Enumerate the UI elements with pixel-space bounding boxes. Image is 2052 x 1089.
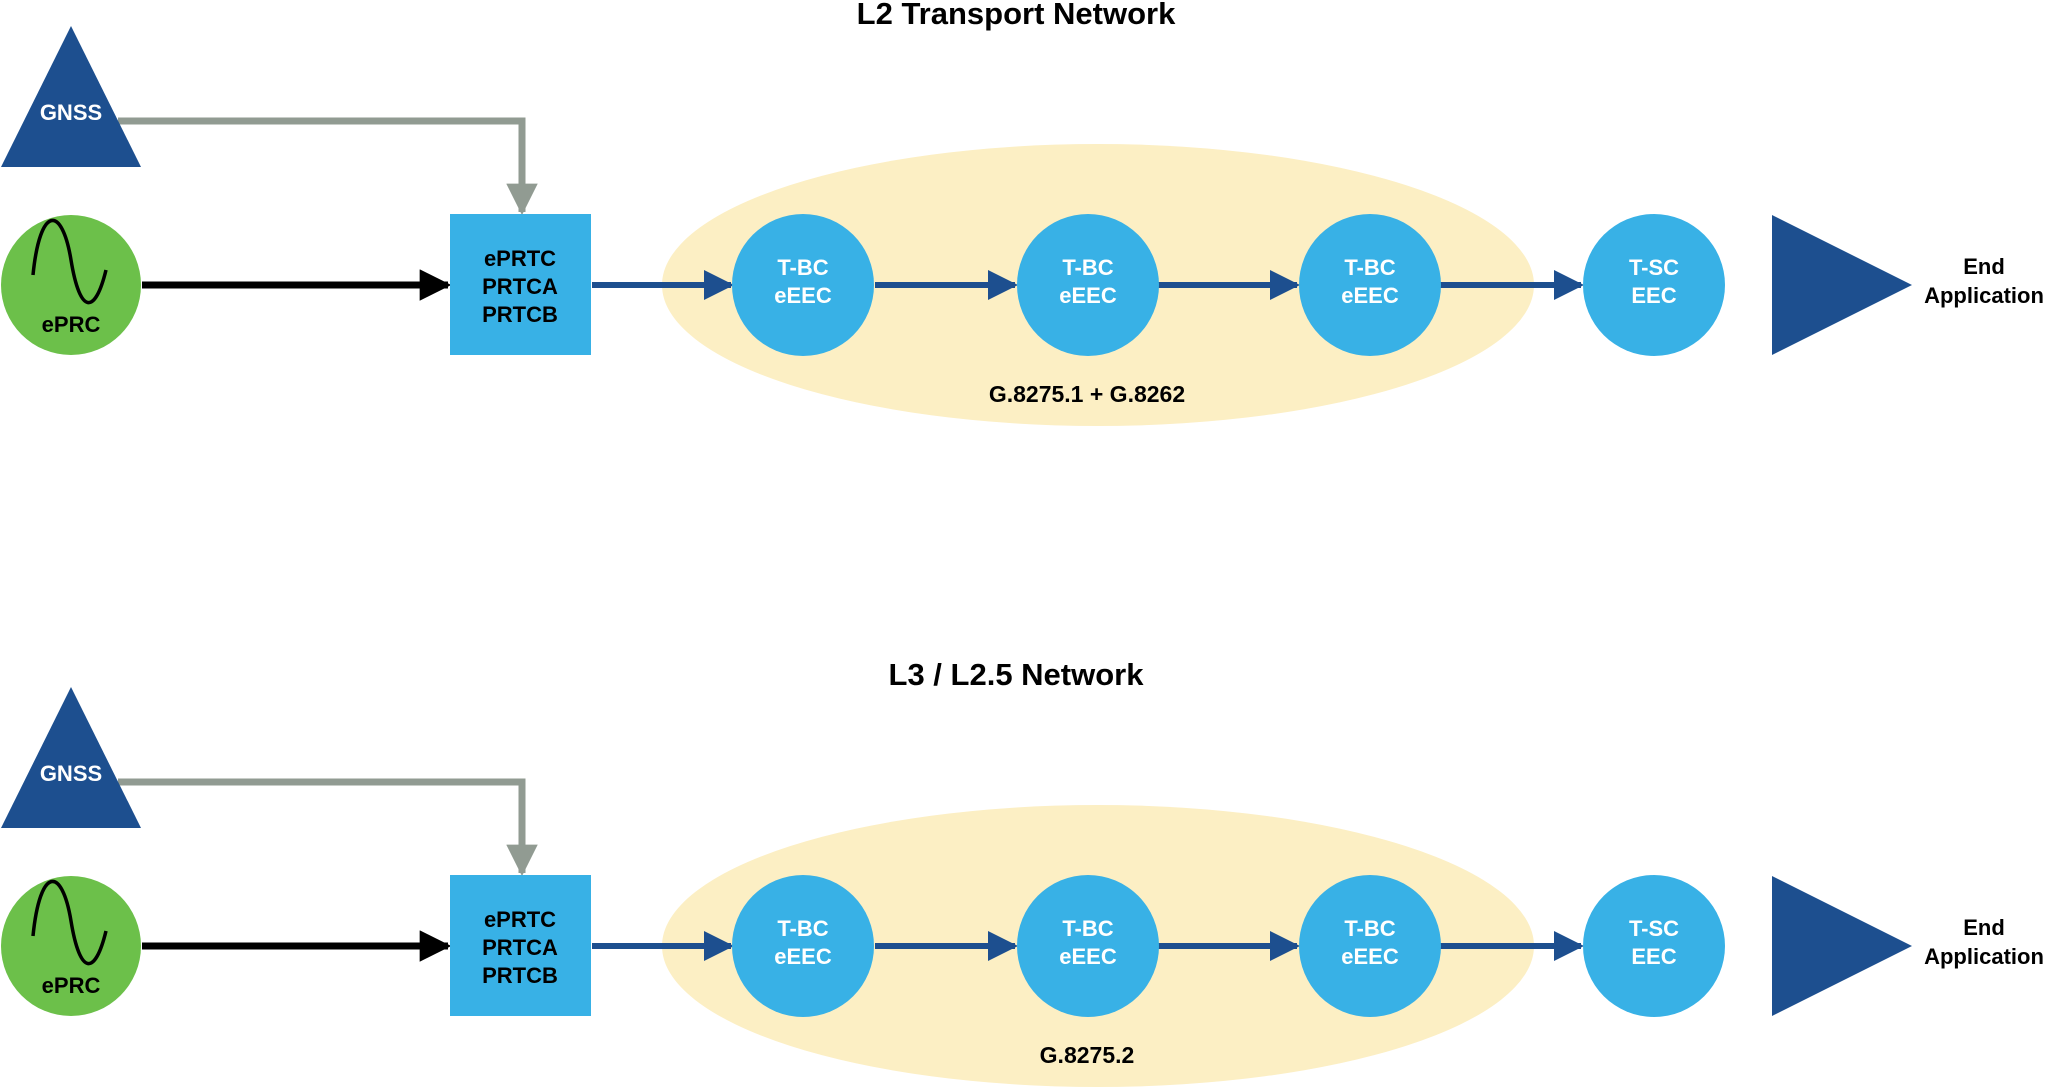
node-circle [1017, 875, 1159, 1017]
gnss-source: GNSS [1, 687, 141, 828]
section-title: L2 Transport Network [857, 0, 1176, 31]
eprc-source: ePRC [1, 876, 141, 1016]
sine-wave-icon [31, 879, 108, 966]
eprc-label: ePRC [42, 312, 101, 337]
end-application-line: End [1963, 254, 2005, 279]
end-application-line: End [1963, 915, 2005, 940]
node-line: T-BC [1344, 916, 1395, 941]
prtc-line: PRTCA [482, 274, 558, 299]
node-circle [1017, 214, 1159, 356]
boundary-clock-node: T-BC eEEC [1017, 214, 1159, 356]
boundary-clock-node: T-BC eEEC [1299, 214, 1441, 356]
gnss-feed-arrow [118, 117, 538, 216]
prtc-line: PRTCB [482, 302, 558, 327]
boundary-clock-node: T-BC eEEC [732, 875, 874, 1017]
node-line: T-BC [1062, 255, 1113, 280]
node-line: EEC [1631, 944, 1676, 969]
node-line: T-SC [1629, 916, 1679, 941]
gnss-triangle-icon [1, 687, 141, 828]
slave-clock-node: T-SC EEC [1583, 875, 1725, 1017]
node-circle [732, 214, 874, 356]
eprc-label: ePRC [42, 973, 101, 998]
node-line: EEC [1631, 283, 1676, 308]
prtc-line: PRTCA [482, 935, 558, 960]
node-circle [1299, 214, 1441, 356]
end-application: End Application [1772, 215, 2044, 355]
node-line: eEEC [1059, 283, 1117, 308]
end-application-triangle-icon [1772, 215, 1912, 355]
sine-wave-icon [31, 218, 108, 305]
boundary-clock-node: T-BC eEEC [1017, 875, 1159, 1017]
node-line: T-BC [777, 255, 828, 280]
end-application-triangle-icon [1772, 876, 1912, 1016]
node-line: eEEC [1341, 283, 1399, 308]
node-circle [1299, 875, 1441, 1017]
prtc-line: ePRTC [484, 907, 556, 932]
gnss-source: GNSS [1, 26, 141, 167]
node-line: eEEC [774, 944, 832, 969]
end-application-line: Application [1924, 283, 2044, 308]
node-line: eEEC [774, 283, 832, 308]
node-line: T-SC [1629, 255, 1679, 280]
slave-clock-node: T-SC EEC [1583, 214, 1725, 356]
end-application: End Application [1772, 876, 2044, 1016]
node-circle [1583, 214, 1725, 356]
eprc-source: ePRC [1, 215, 141, 355]
node-line: T-BC [1062, 916, 1113, 941]
section-l3-l25-network: L3 / L2.5 Network GNSS ePRC ePRTC PRTCA … [1, 657, 2044, 1087]
prtc-box [450, 875, 591, 1016]
node-line: eEEC [1341, 944, 1399, 969]
prtc-node: ePRTC PRTCA PRTCB [450, 214, 591, 355]
standard-label: G.8275.2 [1040, 1042, 1135, 1068]
node-line: T-BC [777, 916, 828, 941]
prtc-line: PRTCB [482, 963, 558, 988]
prtc-box [450, 214, 591, 355]
gnss-label: GNSS [40, 761, 102, 786]
section-title: L3 / L2.5 Network [889, 657, 1145, 692]
prtc-node: ePRTC PRTCA PRTCB [450, 875, 591, 1016]
standard-label: G.8275.1 + G.8262 [989, 381, 1185, 407]
section-l2-transport-network: L2 Transport Network GNSS ePRC ePRTC PRT… [1, 0, 2044, 426]
node-circle [732, 875, 874, 1017]
boundary-clock-node: T-BC eEEC [732, 214, 874, 356]
boundary-clock-node: T-BC eEEC [1299, 875, 1441, 1017]
gnss-triangle-icon [1, 26, 141, 167]
node-circle [1583, 875, 1725, 1017]
node-line: eEEC [1059, 944, 1117, 969]
gnss-label: GNSS [40, 100, 102, 125]
prtc-line: ePRTC [484, 246, 556, 271]
gnss-feed-arrow [118, 778, 538, 877]
end-application-line: Application [1924, 944, 2044, 969]
node-line: T-BC [1344, 255, 1395, 280]
